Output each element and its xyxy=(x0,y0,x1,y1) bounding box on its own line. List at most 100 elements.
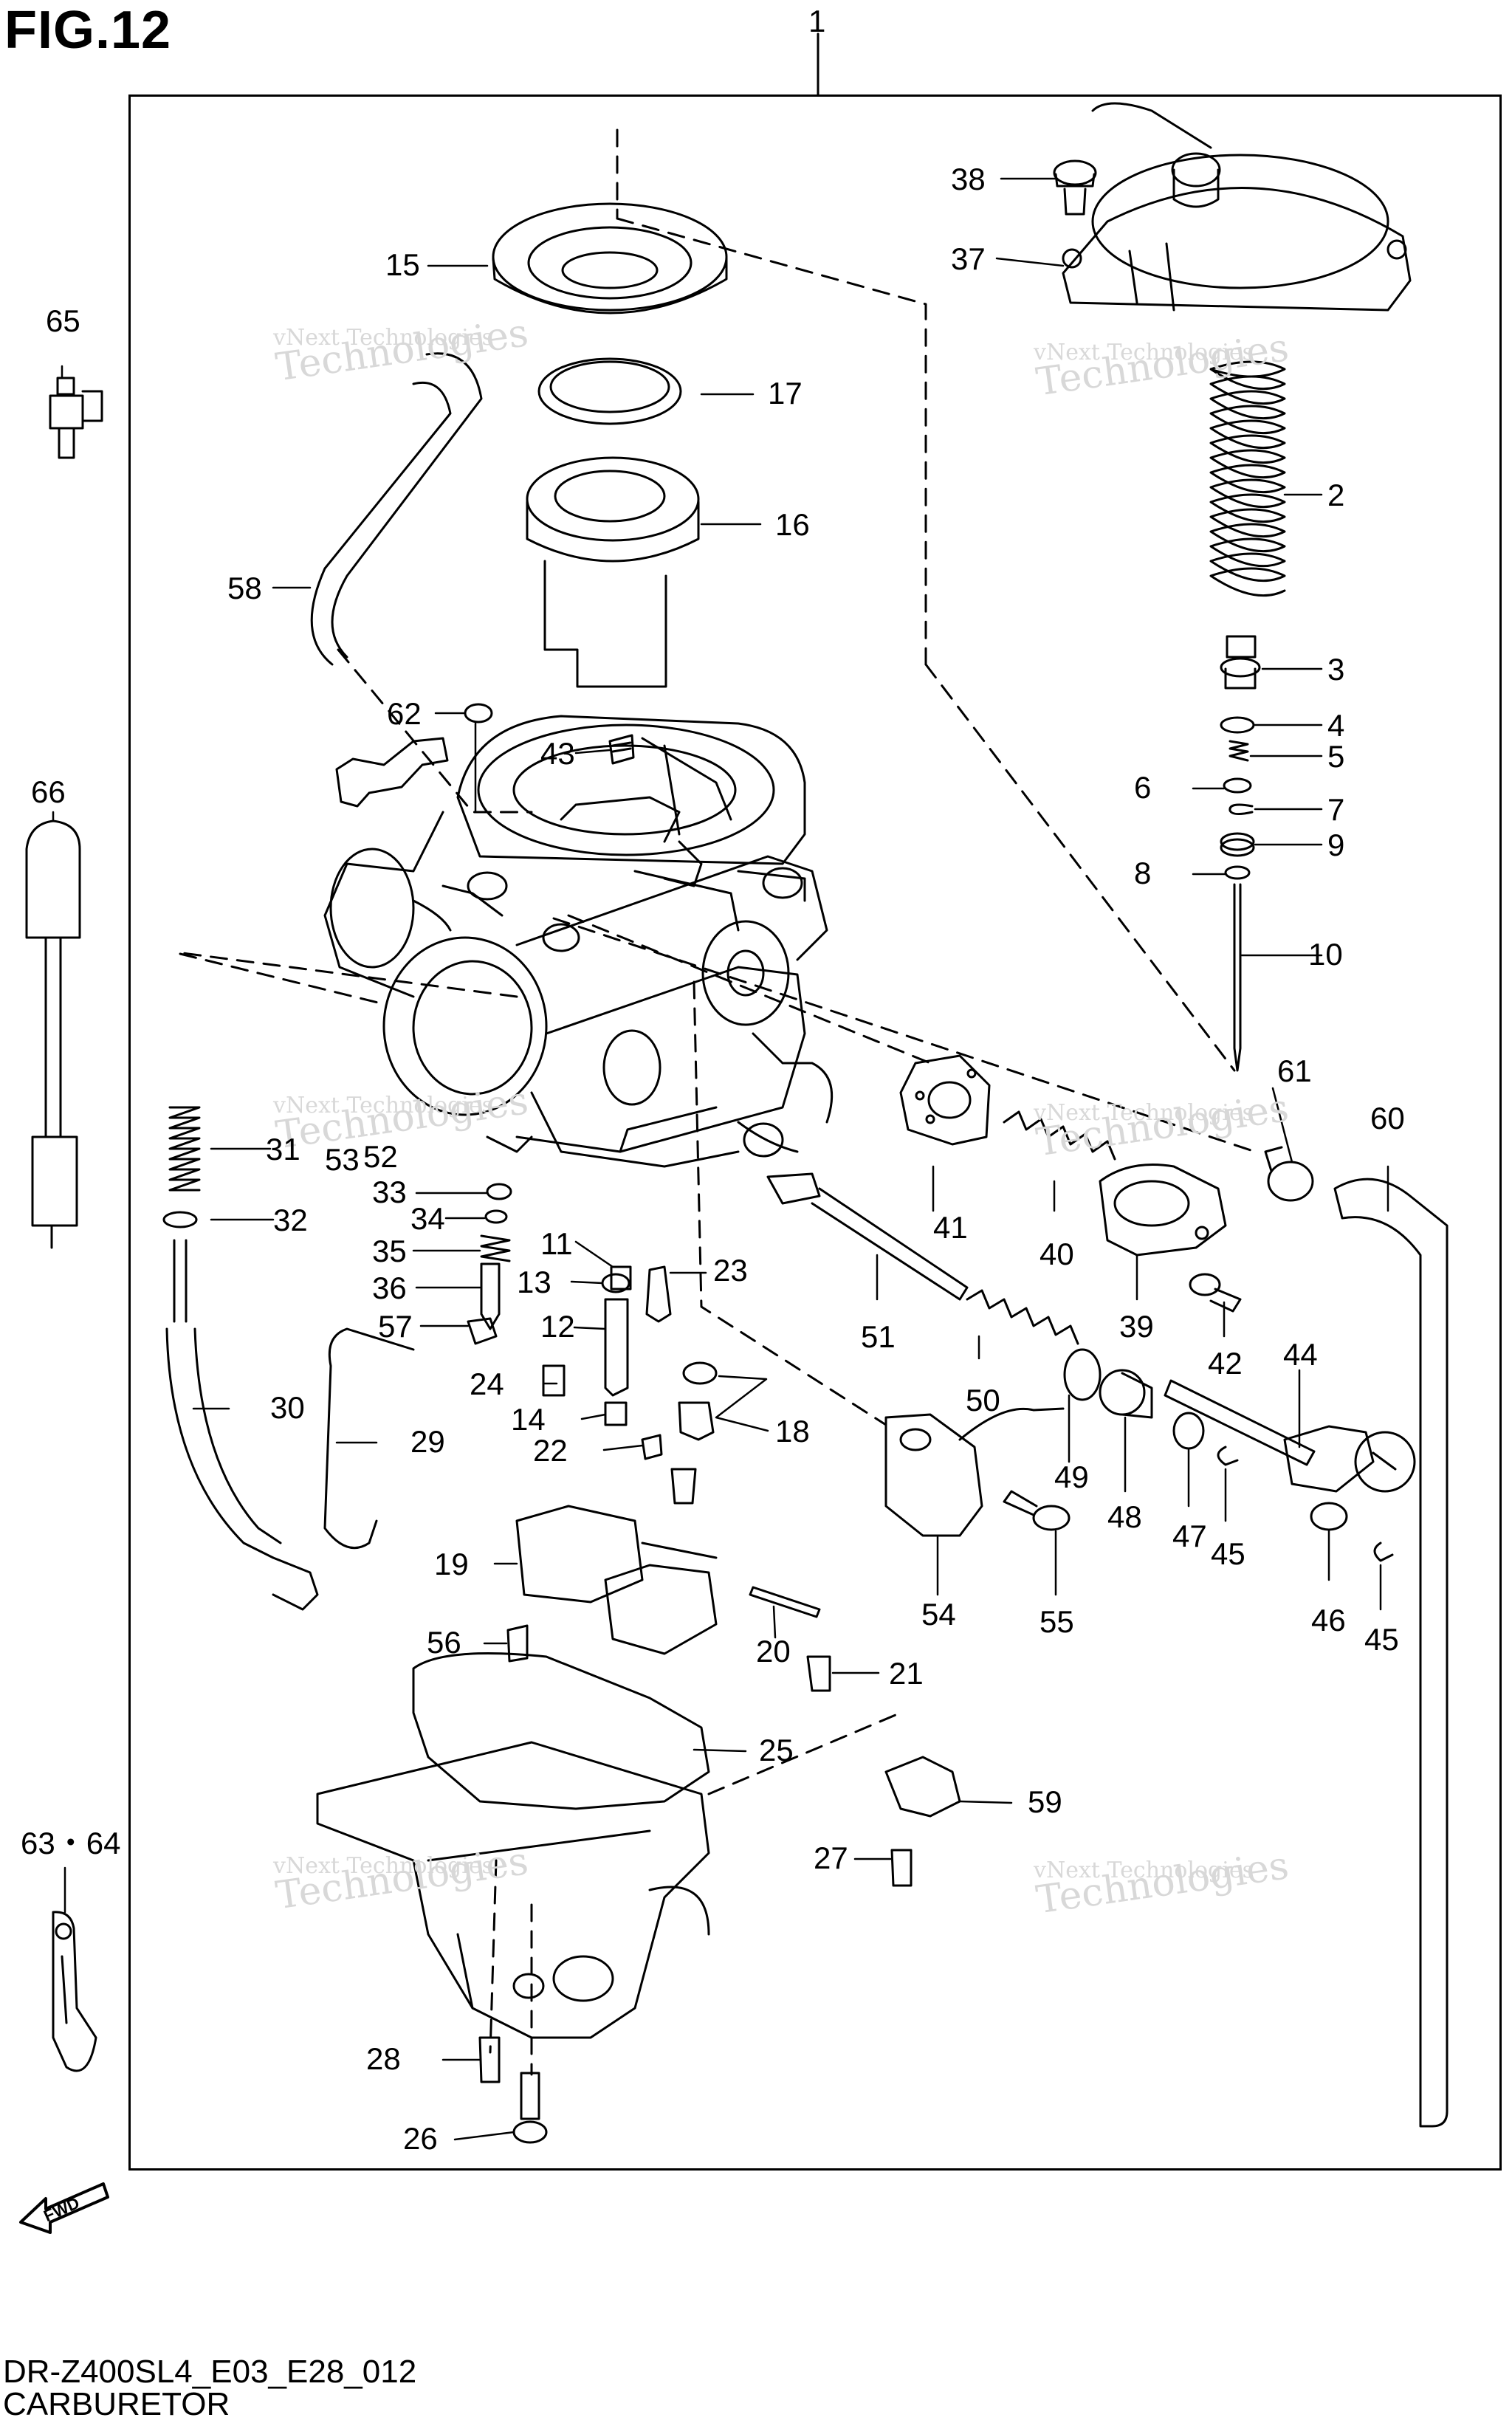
part-37-top-cap xyxy=(1062,102,1412,312)
callout-60: 60 xyxy=(1370,1101,1405,1135)
figure-title: FIG.12 xyxy=(4,1,172,60)
part-38-screw xyxy=(1053,159,1097,216)
part-47-washer xyxy=(1172,1412,1205,1450)
part-56-clip xyxy=(506,1624,529,1663)
diagram-name: CARBURETOR xyxy=(3,2386,230,2422)
callout-33: 33 xyxy=(372,1175,407,1209)
part-66-harness xyxy=(25,819,81,1249)
part-33-oring xyxy=(486,1183,512,1200)
part-48-plug xyxy=(1099,1369,1153,1419)
part-26-screw xyxy=(512,2072,548,2144)
callout-1: 1 xyxy=(808,4,826,38)
part-11-jet xyxy=(610,1265,632,1290)
part-39-cover xyxy=(1099,1164,1227,1257)
part-17-ring xyxy=(537,357,682,425)
callout-19: 19 xyxy=(434,1547,469,1581)
callout-42: 42 xyxy=(1208,1346,1243,1381)
callout-2: 2 xyxy=(1327,478,1345,512)
callout-26: 26 xyxy=(403,2121,438,2156)
callout-52: 52 xyxy=(363,1139,398,1174)
part-35-spring xyxy=(480,1234,511,1262)
fwd-arrow-icon: FWD xyxy=(19,2182,109,2234)
callout-44: 44 xyxy=(1283,1337,1318,1372)
callout-10: 10 xyxy=(1308,937,1343,972)
callout-28: 28 xyxy=(366,2041,401,2076)
callout-16: 16 xyxy=(775,507,810,542)
part-51-rod xyxy=(766,1172,969,1301)
callout-39: 39 xyxy=(1119,1309,1154,1344)
callout-51: 51 xyxy=(861,1319,896,1354)
part-21-screw xyxy=(806,1655,831,1692)
carburetor-body xyxy=(323,715,834,1168)
callout-36: 36 xyxy=(372,1271,407,1305)
part-32-washer xyxy=(162,1211,198,1228)
part-55-screw xyxy=(1003,1490,1071,1531)
float-bowl xyxy=(316,1741,710,2039)
part-50-spring xyxy=(966,1289,1079,1345)
callout-6: 6 xyxy=(1134,770,1152,805)
part-6-washer xyxy=(1223,777,1252,794)
callout-23: 23 xyxy=(713,1253,748,1288)
callout-35: 35 xyxy=(372,1234,407,1268)
part-30-cable xyxy=(165,1239,319,1611)
part-3-holder xyxy=(1220,635,1261,690)
callout-58: 58 xyxy=(227,571,262,605)
callout-54: 54 xyxy=(921,1597,956,1632)
part-59-bracket xyxy=(884,1756,961,1818)
part-61-clamp xyxy=(1264,1146,1314,1202)
callout-22: 22 xyxy=(533,1433,568,1468)
callout-25: 25 xyxy=(759,1733,794,1767)
part-18-float-valve xyxy=(670,1361,718,1505)
callout-34: 34 xyxy=(410,1201,445,1236)
callout-4: 4 xyxy=(1327,708,1345,743)
part-25-gasket xyxy=(412,1652,710,1810)
callout-62: 62 xyxy=(387,696,422,731)
callout-3: 3 xyxy=(1327,652,1345,687)
callout-8: 8 xyxy=(1134,856,1152,890)
part-42-screw xyxy=(1189,1273,1242,1313)
callout-30: 30 xyxy=(270,1390,305,1425)
callout-49: 49 xyxy=(1054,1460,1089,1494)
callout-32: 32 xyxy=(273,1203,308,1237)
part-27-screw xyxy=(890,1849,913,1887)
callout-21: 21 xyxy=(889,1656,924,1691)
cable-bracket xyxy=(335,737,449,808)
part-4-oring xyxy=(1220,716,1255,734)
part-29-wire xyxy=(323,1327,415,1550)
callout-38: 38 xyxy=(951,162,986,196)
part-2-spring xyxy=(1209,360,1286,597)
part-23-pilot-screw xyxy=(645,1265,672,1323)
callout-57: 57 xyxy=(378,1309,413,1344)
callout-14: 14 xyxy=(511,1402,546,1437)
callout-47: 47 xyxy=(1172,1519,1207,1553)
callout-63-64: 63・64 xyxy=(21,1826,121,1860)
callout-31: 31 xyxy=(266,1132,300,1166)
part-41-gasket xyxy=(899,1054,991,1146)
callout-40: 40 xyxy=(1040,1237,1074,1271)
part-46-washer xyxy=(1310,1502,1348,1531)
callout-55: 55 xyxy=(1040,1604,1074,1639)
callout-leaders xyxy=(52,177,1389,2141)
callout-45a: 45 xyxy=(1211,1536,1245,1571)
part-14-jet xyxy=(604,1401,628,1426)
callout-7: 7 xyxy=(1327,792,1345,827)
part-62-oring xyxy=(464,703,493,724)
part-12-needle-jet xyxy=(604,1298,629,1397)
callout-20: 20 xyxy=(756,1634,791,1668)
part-40-spring xyxy=(1003,1110,1116,1161)
callout-50: 50 xyxy=(966,1383,1000,1417)
part-19-float xyxy=(515,1505,718,1655)
part-31-spring xyxy=(168,1106,201,1192)
part-44-shaft xyxy=(1164,1379,1416,1493)
callout-53: 53 xyxy=(325,1142,360,1177)
part-20-pin xyxy=(749,1586,821,1618)
part-28-screw xyxy=(478,2036,501,2083)
callout-56: 56 xyxy=(427,1625,461,1660)
callout-27: 27 xyxy=(814,1841,848,1875)
